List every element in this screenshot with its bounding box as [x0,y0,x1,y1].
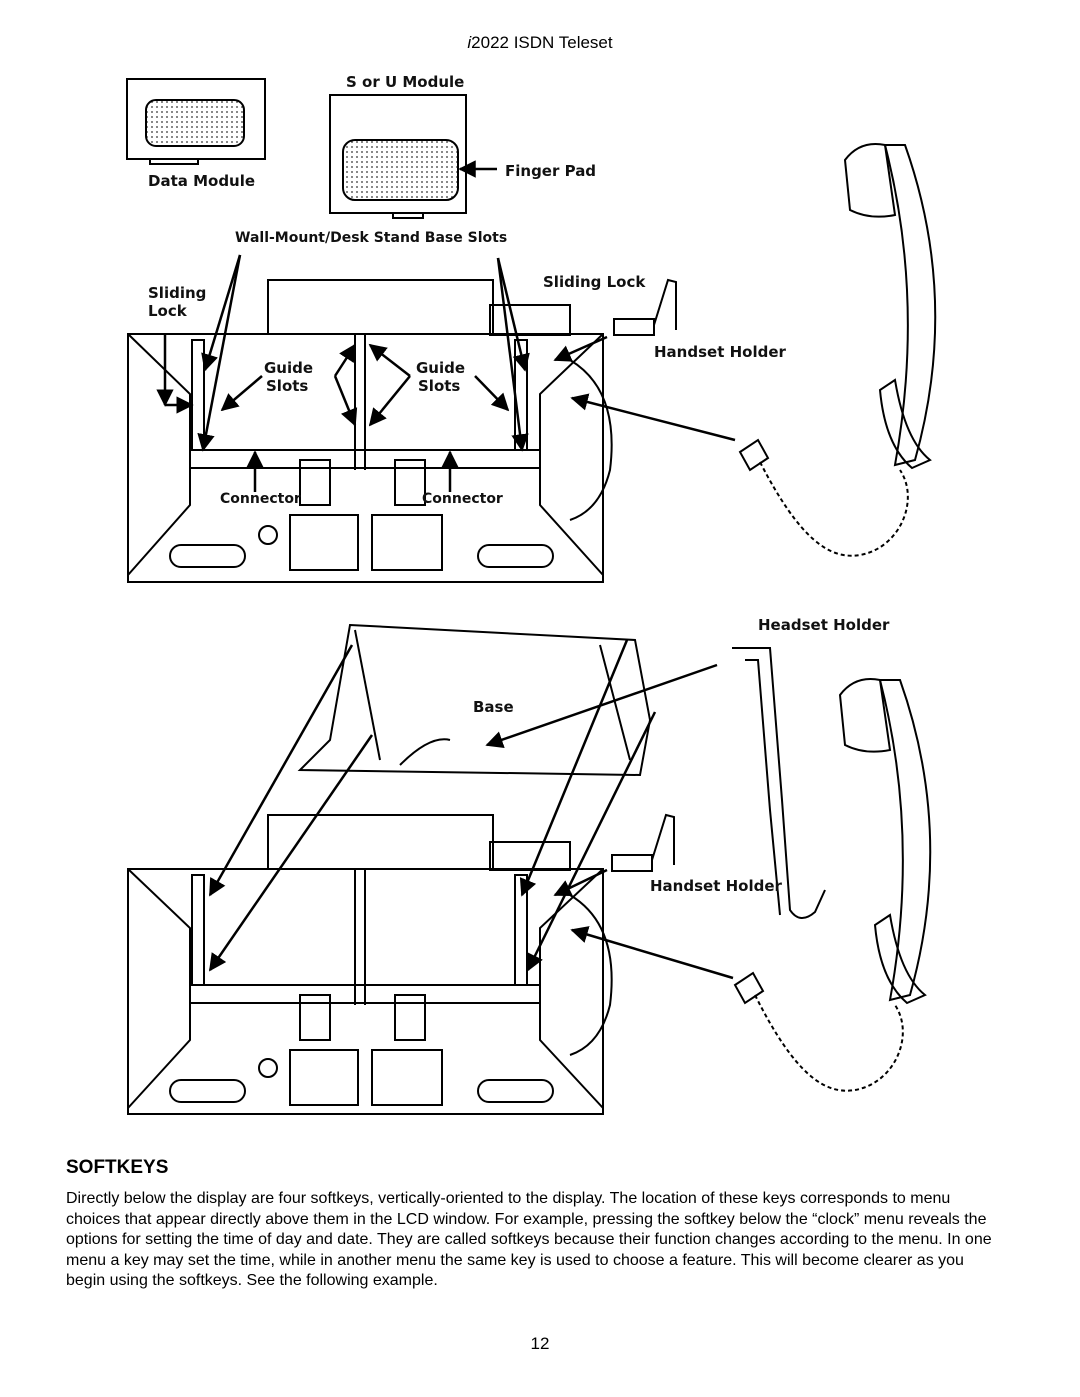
base-drawing [297,623,652,777]
base-label: Base [473,698,514,716]
sliding-lock-right-label: Sliding Lock [543,273,646,291]
bottom-handset-drawing [611,678,932,1092]
data-module-drawing [126,78,266,165]
s-or-u-module-drawing [329,94,467,219]
handset-holder-bottom-label: Handset Holder [650,877,782,895]
model-prefix: i [467,33,472,52]
sliding-lock-left-label-1: Sliding [148,284,206,302]
handset-holder-top-label: Handset Holder [654,343,786,361]
bottom-diagram-arrows [208,639,734,980]
header-title: 2022 ISDN Teleset [471,33,613,52]
section-body: Directly below the display are four soft… [66,1190,992,1289]
data-module-label: Data Module [148,172,255,190]
top-diagram-arrows [156,160,736,492]
sliding-lock-left-label-2: Lock [148,302,188,320]
base-slots-label: Wall-Mount/Desk Stand Base Slots [235,230,507,246]
top-phone-base-drawing [127,279,613,583]
guide-slots-left-label-2: Slots [266,377,308,395]
page-number: 12 [530,1334,550,1353]
section-title: SOFTKEYS [66,1157,169,1178]
installation-diagram: Data Module S or U Module Finger Pad Wal… [126,73,937,1115]
guide-slots-right-label-2: Slots [418,377,460,395]
bottom-phone-base-drawing [127,814,613,1115]
s-or-u-module-label: S or U Module [346,73,464,91]
guide-slots-right-label-1: Guide [416,359,465,377]
page-header: i2022 ISDN Teleset [0,33,1080,53]
connector-left-label: Connector [220,491,301,507]
finger-pad-label: Finger Pad [505,162,596,180]
guide-slots-left-label-1: Guide [264,359,313,377]
headset-holder-label: Headset Holder [758,616,890,634]
headset-holder-drawing [732,647,826,919]
top-handset-drawing [613,143,937,557]
connector-right-label: Connector [422,491,503,507]
